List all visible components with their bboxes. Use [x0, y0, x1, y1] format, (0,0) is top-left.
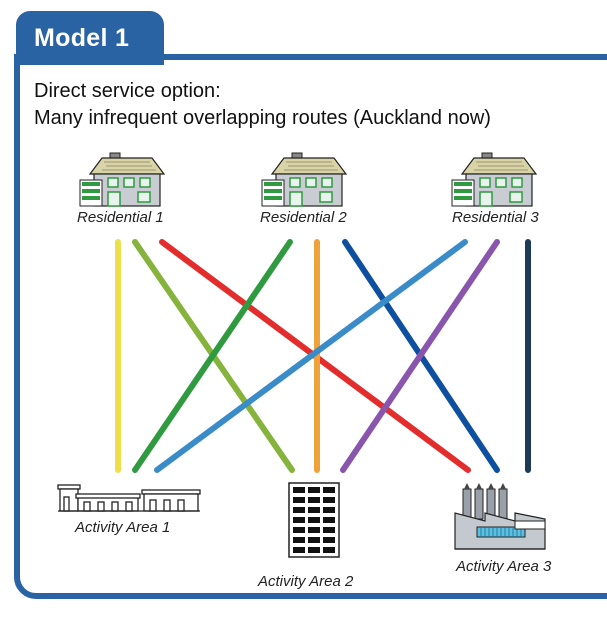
shops-icon [57, 484, 201, 512]
route-lines [115, 239, 531, 473]
route-line [154, 239, 468, 473]
activity-area-1-label: Activity Area 1 [75, 519, 171, 536]
house-icon [451, 152, 538, 207]
diagram-heading: Direct service option: [34, 80, 221, 102]
office-building-icon [288, 482, 340, 558]
model-panel [14, 54, 607, 599]
route-line [132, 239, 293, 473]
activity-area-2-label: Activity Area 2 [258, 573, 354, 590]
route-line [340, 239, 500, 473]
house-icon [79, 152, 166, 207]
residential-2-label: Residential 2 [260, 209, 347, 226]
residential-1-label: Residential 1 [77, 209, 164, 226]
factory-icon [454, 483, 546, 550]
house-icon [261, 152, 348, 207]
diagram-subheading: Many infrequent overlapping routes (Auck… [34, 107, 491, 129]
residential-3-label: Residential 3 [452, 209, 539, 226]
model-tab-label: Model 1 [34, 24, 130, 52]
activity-area-3-label: Activity Area 3 [456, 558, 552, 575]
